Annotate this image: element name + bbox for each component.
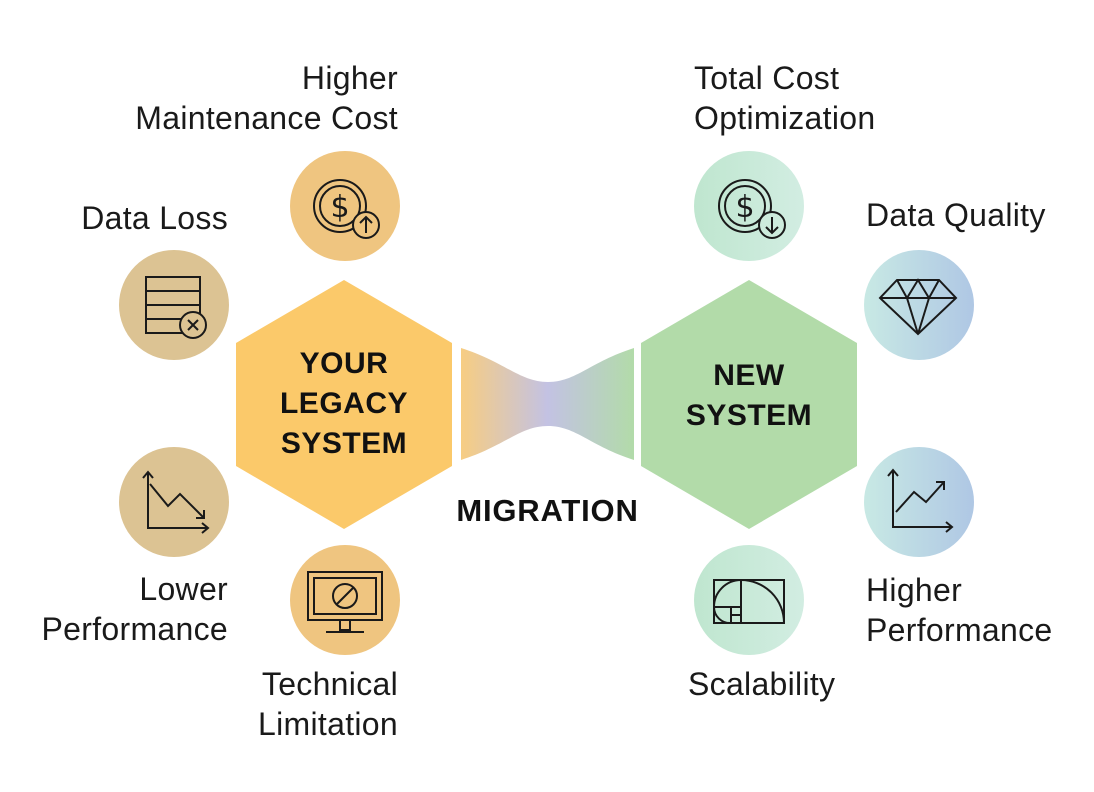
scalability-label: Scalability bbox=[688, 664, 835, 704]
label-line: Lower bbox=[139, 571, 228, 607]
data-quality-label: Data Quality bbox=[866, 195, 1046, 235]
label-line: Total Cost bbox=[694, 60, 840, 96]
data-loss-label: Data Loss bbox=[81, 198, 228, 238]
title-line: SYSTEM bbox=[280, 427, 408, 460]
new-system-title: NEW SYSTEM bbox=[641, 356, 857, 436]
label-line: Performance bbox=[866, 612, 1053, 648]
golden-ratio-icon bbox=[712, 579, 785, 625]
label-line: Data Loss bbox=[81, 200, 228, 236]
technical-limitation-circle bbox=[290, 545, 400, 655]
label-line: Higher bbox=[866, 572, 963, 608]
lower-performance-circle bbox=[119, 447, 229, 557]
svg-text:$: $ bbox=[735, 190, 754, 225]
monitor-blocked-icon bbox=[307, 571, 383, 633]
label-line: Optimization bbox=[694, 100, 876, 136]
dollar-up-icon: $ bbox=[313, 179, 380, 239]
scalability-circle bbox=[694, 545, 804, 655]
label-line: Technical bbox=[261, 666, 398, 702]
title-line: NEW bbox=[713, 359, 785, 392]
label-line: Data Quality bbox=[866, 197, 1046, 233]
dollar-down-icon: $ bbox=[718, 179, 786, 239]
title-line: SYSTEM bbox=[685, 399, 813, 432]
migration-funnel bbox=[461, 348, 634, 460]
technical-limitation-label: Technical Limitation bbox=[258, 664, 398, 744]
cost-optimization-label: Total Cost Optimization bbox=[694, 58, 875, 138]
label-line: Limitation bbox=[258, 706, 398, 742]
legacy-system-hexagon bbox=[236, 280, 452, 529]
data-quality-circle bbox=[864, 250, 974, 360]
label-line: Scalability bbox=[688, 666, 836, 702]
higher-performance-label: Higher Performance bbox=[866, 570, 1053, 650]
lower-performance-label: Lower Performance bbox=[42, 569, 229, 649]
title-line: YOUR bbox=[299, 347, 389, 380]
migration-label: MIGRATION bbox=[456, 493, 639, 528]
chart-up-icon bbox=[887, 468, 954, 533]
higher-performance-circle bbox=[864, 447, 974, 557]
label-line: Maintenance Cost bbox=[135, 100, 398, 136]
maintenance-cost-label: Higher Maintenance Cost bbox=[135, 58, 398, 138]
database-error-icon bbox=[145, 276, 207, 339]
svg-text:$: $ bbox=[330, 190, 349, 225]
chart-down-icon bbox=[142, 470, 210, 534]
label-line: Performance bbox=[41, 611, 228, 647]
new-system-hexagon bbox=[641, 280, 857, 529]
title-line: LEGACY bbox=[279, 387, 408, 420]
legacy-system-title: YOUR LEGACY SYSTEM bbox=[236, 344, 452, 464]
diamond-icon bbox=[878, 278, 958, 336]
label-line: Higher bbox=[301, 60, 398, 96]
